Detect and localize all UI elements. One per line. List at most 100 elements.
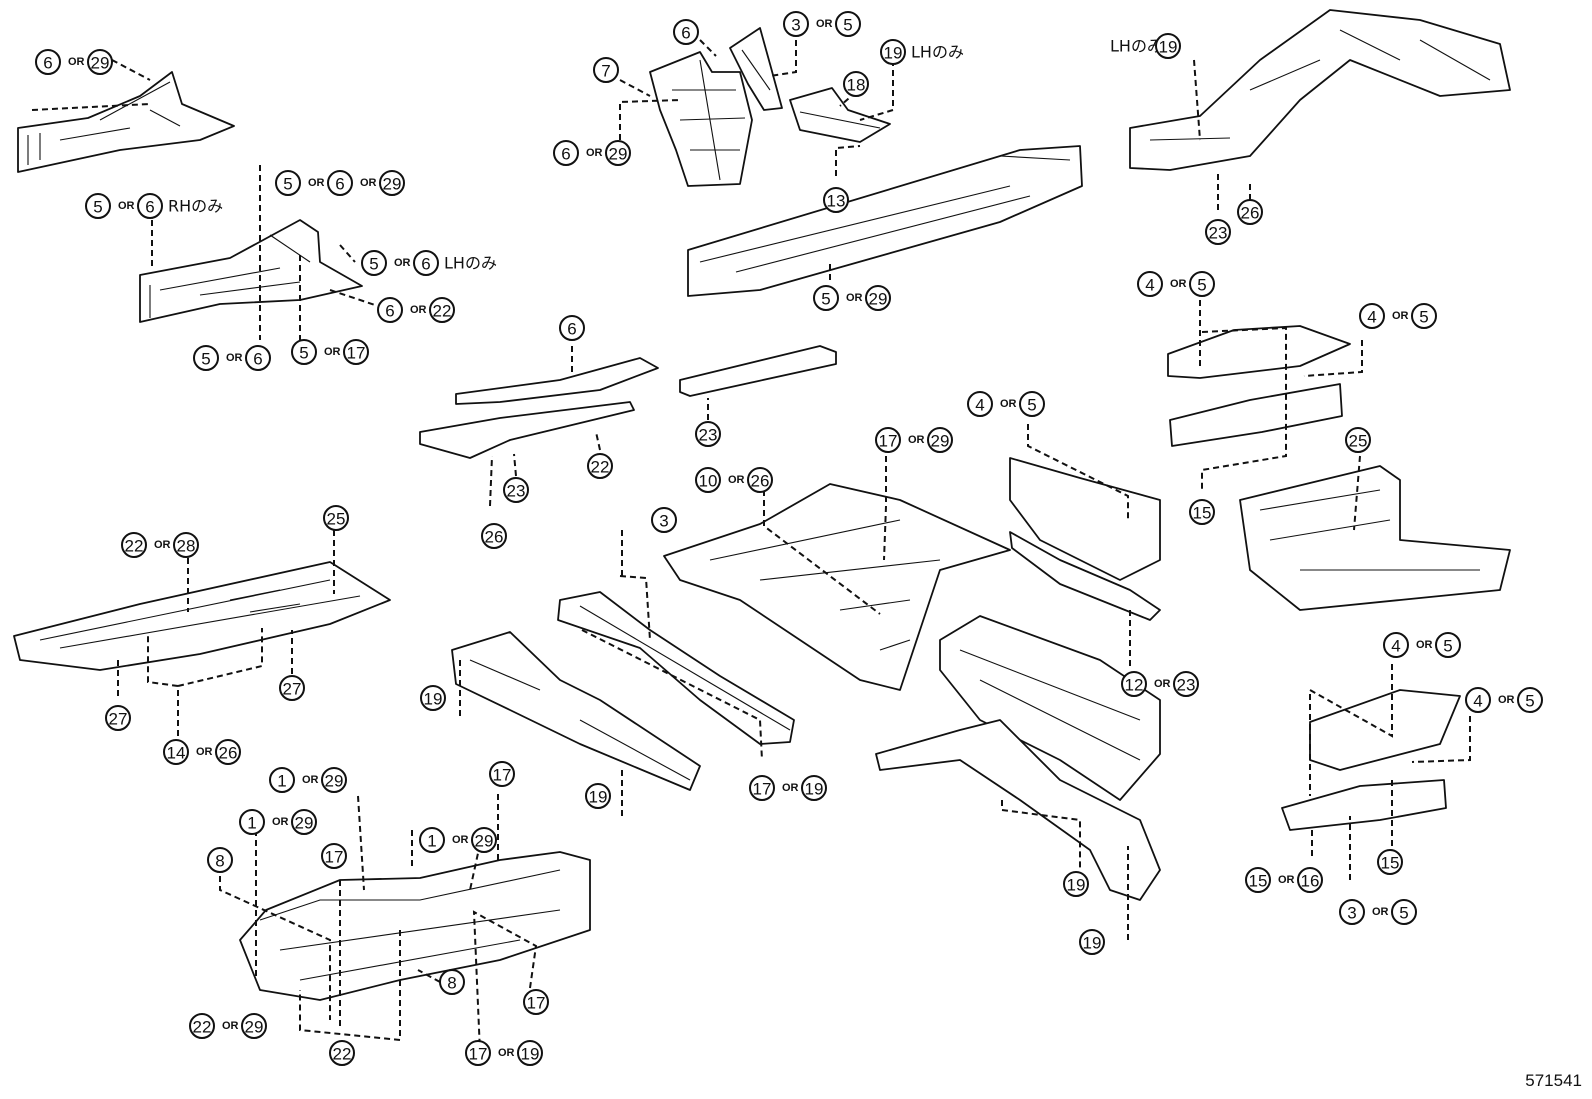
part-number: 23 <box>1209 224 1228 243</box>
part-number-circle <box>1383 632 1409 658</box>
part-number-circle <box>291 809 317 835</box>
part-number-circle <box>121 532 147 558</box>
or-separator: OR <box>728 474 745 486</box>
part-number-circle <box>801 775 827 801</box>
part-rear-crossmember-upper <box>1167 325 1351 447</box>
part-number-circle <box>1391 899 1417 925</box>
part-number-circle <box>747 467 773 493</box>
part-number-circle <box>585 783 611 809</box>
part-number: 8 <box>447 974 456 993</box>
part-number-circle <box>245 345 271 371</box>
part-number-circle <box>523 989 549 1015</box>
or-separator: OR <box>816 18 833 30</box>
part-number: 16 <box>1301 872 1320 891</box>
part-number-circle <box>593 57 619 83</box>
callout-l47: 19 <box>1079 929 1105 955</box>
part-number-circle <box>1237 199 1263 225</box>
part-number-circle <box>880 39 906 65</box>
part-number-circle <box>1155 33 1181 59</box>
part-number: 6 <box>421 255 430 274</box>
part-number: 8 <box>215 852 224 871</box>
or-separator: OR <box>118 200 135 212</box>
part-number-circle <box>843 71 869 97</box>
part-number: 29 <box>475 832 494 851</box>
or-separator: OR <box>196 746 213 758</box>
or-separator: OR <box>1416 639 1433 651</box>
or-separator: OR <box>360 177 377 189</box>
callout-l39: 19 <box>585 783 611 809</box>
part-number-circle <box>1063 871 1089 897</box>
part-number: 17 <box>325 848 344 867</box>
part-number: 5 <box>843 16 852 35</box>
part-number: 19 <box>589 788 608 807</box>
or-separator: OR <box>586 147 603 159</box>
part-number: 5 <box>1419 308 1428 327</box>
part-number-circle <box>1019 391 1045 417</box>
part-number: 3 <box>1347 904 1356 923</box>
or-separator: OR <box>154 539 171 551</box>
part-number-circle <box>1079 929 1105 955</box>
callout-l22: 25 <box>1345 427 1371 453</box>
part-number: 26 <box>1241 204 1260 223</box>
callout-l25: 22 <box>587 453 613 479</box>
part-number: 27 <box>109 710 128 729</box>
part-number-circle <box>517 1040 543 1066</box>
part-number-circle <box>173 532 199 558</box>
part-number-circle <box>1189 271 1215 297</box>
part-number-circle <box>559 315 585 341</box>
part-number-circle <box>1245 867 1271 893</box>
part-number: 6 <box>561 145 570 164</box>
part-number: 19 <box>424 690 443 709</box>
part-number: 19 <box>521 1045 540 1064</box>
part-number: 25 <box>1349 432 1368 451</box>
part-number-circle <box>1297 867 1323 893</box>
part-number-circle <box>269 767 295 793</box>
callout-l12: 18 <box>843 71 869 97</box>
part-number: 29 <box>869 290 888 309</box>
part-number-circle <box>927 427 953 453</box>
part-number: 13 <box>827 192 846 211</box>
part-number-circle <box>275 170 301 196</box>
part-number-circle <box>241 1013 267 1039</box>
diagram-id: 571541 <box>1525 1071 1582 1090</box>
part-number-circle <box>875 427 901 453</box>
or-separator: OR <box>1154 678 1171 690</box>
callout-l26: 23 <box>503 477 529 503</box>
part-number: 3 <box>791 16 800 35</box>
callout-l43: 15 <box>1377 849 1403 875</box>
part-number: 5 <box>369 255 378 274</box>
or-separator: OR <box>222 1020 239 1032</box>
part-number-circle <box>1411 303 1437 329</box>
part-number: 26 <box>219 744 238 763</box>
part-number-circle <box>865 285 891 311</box>
part-number-circle <box>419 827 445 853</box>
part-number: 6 <box>567 320 576 339</box>
part-number-circle <box>553 140 579 166</box>
part-number-circle <box>329 1040 355 1066</box>
part-number: 6 <box>681 24 690 43</box>
part-number: 29 <box>91 54 110 73</box>
part-number-circle <box>605 140 631 166</box>
callout-l35: 27 <box>105 705 131 731</box>
callout-l24: 23 <box>695 421 721 447</box>
part-number: 22 <box>333 1045 352 1064</box>
part-number-circle <box>673 19 699 45</box>
part-number: 22 <box>193 1018 212 1037</box>
part-number-circle <box>439 969 465 995</box>
or-separator: OR <box>782 782 799 794</box>
part-number: 29 <box>295 814 314 833</box>
part-number-circle <box>967 391 993 417</box>
part-number-circle <box>193 345 219 371</box>
part-number: 19 <box>805 780 824 799</box>
